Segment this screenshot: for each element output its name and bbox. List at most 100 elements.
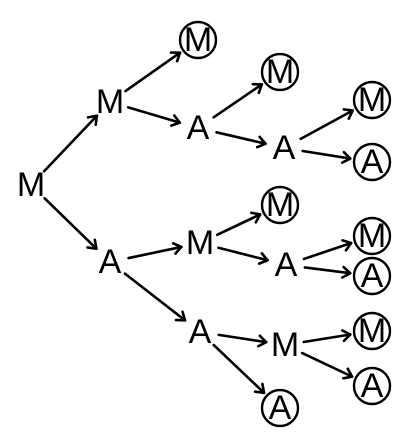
arrow-shaft [217, 246, 269, 262]
leaf-circle [260, 388, 300, 428]
node-label: A [273, 129, 296, 167]
tree-arrow [301, 149, 352, 164]
arrow-head [169, 114, 182, 127]
arrow-shaft [301, 149, 352, 160]
node-label: M [184, 21, 212, 59]
node-label: A [275, 246, 298, 284]
node-label: A [99, 243, 122, 281]
leaf-circle [352, 366, 392, 406]
tree-arrow [302, 239, 353, 261]
arrow-shaft [300, 351, 354, 378]
leaf-node: M [178, 20, 218, 60]
arrow-shaft [302, 241, 353, 261]
node-label: A [361, 257, 384, 295]
leaf-node: A [352, 142, 392, 182]
node-label: M [17, 166, 45, 204]
tree-arrow [123, 272, 187, 322]
node-label: A [269, 389, 292, 427]
leaf-circle [352, 311, 392, 351]
arrow-head [174, 310, 187, 322]
tree-arrow [43, 196, 98, 251]
arrow-shaft [123, 272, 187, 322]
leaf-circle [352, 216, 392, 256]
node-label: M [266, 53, 294, 91]
tree-arrow [215, 211, 262, 237]
arrow-shaft [299, 109, 354, 141]
tree-node: M [186, 224, 214, 262]
tree-node: A [189, 313, 212, 351]
tree-arrow [212, 343, 266, 395]
leaf-circle [260, 52, 300, 92]
tree-node: A [187, 109, 210, 147]
node-label: M [358, 312, 386, 350]
tree-arrow [303, 265, 352, 279]
node-label: M [96, 83, 124, 121]
arrow-head [256, 334, 268, 348]
arrow-head [86, 238, 98, 251]
arrow-head [249, 211, 262, 224]
arrow-shaft [217, 333, 268, 344]
arrow-head [257, 252, 269, 265]
arrow-head [340, 150, 352, 164]
leaf-circle [352, 256, 392, 296]
arrow-shaft [303, 266, 352, 275]
edges-layer [42, 51, 354, 395]
tree-node: A [275, 246, 298, 284]
arrow-shaft [212, 83, 264, 119]
tree-node: A [273, 129, 296, 167]
tree-node: M [271, 326, 299, 364]
tree-arrow [299, 108, 354, 141]
tree-arrow [217, 333, 268, 348]
leaf-node: M [352, 80, 392, 120]
tree-node: A [99, 243, 122, 281]
tree-arrow [126, 106, 182, 127]
arrow-shaft [215, 213, 262, 237]
arrow-shaft [127, 245, 183, 260]
leaf-node: M [260, 185, 300, 225]
leaf-node: M [352, 216, 392, 256]
tree-node: M [96, 83, 124, 121]
tree-arrow [215, 131, 267, 149]
arrow-shaft [126, 106, 182, 124]
node-label: M [266, 186, 294, 224]
arrow-shaft [43, 196, 98, 251]
arrow-head [340, 265, 352, 279]
node-label: M [271, 326, 299, 364]
leaf-node: A [352, 256, 392, 296]
arrow-head [342, 108, 354, 120]
arrow-head [171, 241, 183, 255]
arrow-head [253, 382, 266, 395]
arrow-head [255, 135, 267, 149]
node-label: M [358, 81, 386, 119]
arrow-shaft [212, 343, 266, 395]
leaf-circle [178, 20, 218, 60]
tree-arrow [302, 329, 352, 344]
tree-arrow [42, 114, 99, 173]
arrow-head [341, 367, 354, 380]
arrow-head [169, 51, 182, 63]
node-label: A [187, 109, 210, 147]
leaf-node: A [352, 366, 392, 406]
tree-arrow [212, 82, 264, 119]
node-label: M [358, 217, 386, 255]
leaf-circle [352, 80, 392, 120]
arrow-shaft [215, 131, 267, 145]
leaf-node: A [260, 388, 300, 428]
node-label: A [189, 313, 212, 351]
leaf-node: M [352, 311, 392, 351]
arrow-head [86, 114, 99, 126]
arrow-head [341, 239, 353, 252]
tree-arrow [127, 241, 183, 260]
arrow-shaft [42, 114, 99, 173]
leaf-circle [260, 185, 300, 225]
leaf-circle [352, 142, 392, 182]
arrow-shaft [124, 51, 182, 93]
arrow-head [340, 329, 352, 343]
tree-arrow [124, 51, 182, 93]
arrow-head [251, 82, 264, 95]
node-label: A [361, 367, 384, 405]
leaf-node: M [260, 52, 300, 92]
tree-arrow [300, 351, 354, 380]
